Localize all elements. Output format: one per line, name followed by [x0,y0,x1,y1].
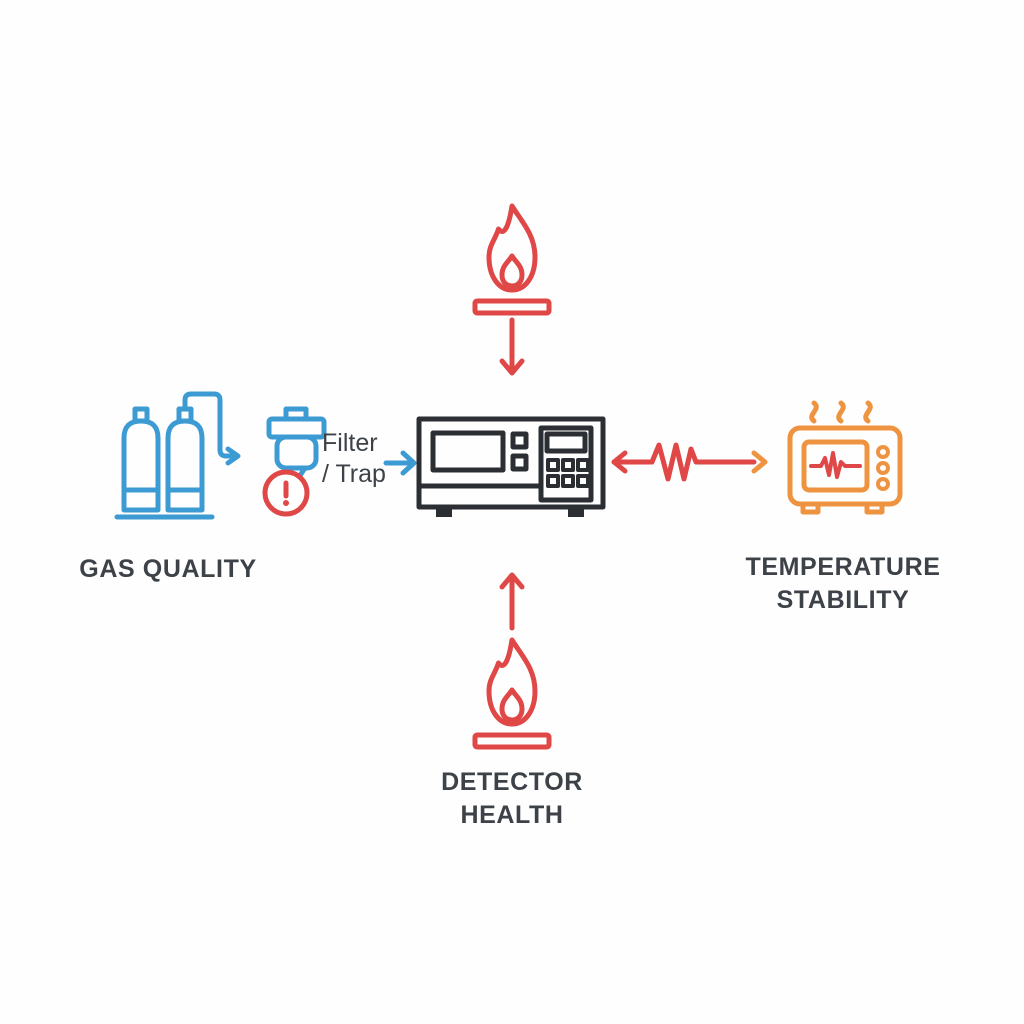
filter-to-instrument-arrow [383,449,420,477]
temperature-oven-icon [787,400,903,515]
filter-trap-icon [262,406,327,517]
filter-trap-node [250,406,345,521]
filter-trap-annotation: Filter / Trap [322,428,386,490]
gc-instrument-icon [416,416,606,517]
gas-supply-node [114,390,254,525]
arrow-up-icon [499,572,525,631]
noise-link [608,432,776,492]
temperature-label-line1: TEMPERATURE [745,553,941,581]
zigzag-noise-icon [611,442,768,482]
detector-health-label: DETECTOR HEALTH [407,766,617,832]
detector-label-line1: DETECTOR [441,768,583,796]
heat-wave-icon [863,400,873,424]
gas-quality-label: GAS QUALITY [79,555,257,583]
temperature-label-line2: STABILITY [776,586,910,614]
waveform-signal [809,451,862,479]
temperature-stability-label: TEMPERATURE STABILITY [733,551,953,617]
alert-exclamation-icon [262,469,310,517]
arrow-right-icon [383,450,417,476]
gas-tube-line [182,391,236,459]
filter-trap-annotation-line2: / Trap [322,460,386,488]
arrow-right-icon [225,446,241,466]
heat-wave-icon [836,400,846,424]
flame-burner-icon [472,203,552,316]
arrow-left-icon [611,450,628,474]
oven-node [781,396,913,518]
flame-burner-icon [472,637,552,750]
bottom-flame-node [462,634,562,756]
filter-trap-annotation-line1: Filter [322,429,378,457]
arrow-down-icon [499,317,525,376]
instrument-node [416,416,608,522]
gas-cylinders-icon [114,391,241,520]
detector-label-line2: HEALTH [460,801,564,829]
bottom-up-arrow [499,568,525,631]
arrow-right-icon [751,450,768,474]
heat-wave-icon [809,400,819,424]
top-flame-node [462,200,562,322]
top-down-arrow [499,317,525,380]
